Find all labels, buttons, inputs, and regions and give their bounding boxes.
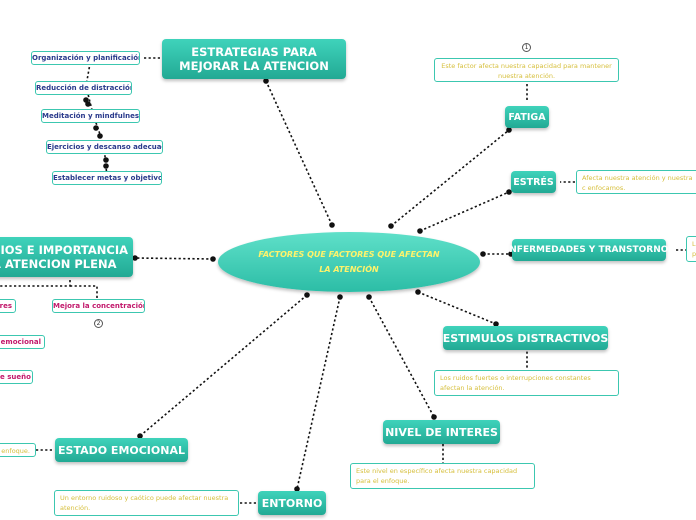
note-fatiga: Este factor afecta nuestra capacidad par… <box>434 58 619 82</box>
subtopic-metas[interactable]: Establecer metas y objetivos <box>52 171 162 185</box>
subtopic-beneficio-a[interactable]: res <box>0 299 16 313</box>
topic-beneficios-atencion-plena[interactable]: CIOS E IMPORTANCIA A ATENCION PLENA <box>0 237 133 277</box>
subtopic-beneficio-b[interactable]: a emocional <box>0 335 45 349</box>
subtopic-ejercicios[interactable]: Ejercicios y descanso adecuado <box>46 140 163 154</box>
subtopic-meditacion[interactable]: Meditación y mindfulness <box>41 109 140 123</box>
subtopic-beneficio-c[interactable]: de sueño <box>0 370 33 384</box>
subtopic-mejora-concentracion[interactable]: Mejora la concentración <box>52 299 145 313</box>
note-estimulos: Los ruidos fuertes o interrupciones cons… <box>434 370 619 396</box>
note-enfermedades: L p <box>686 236 696 262</box>
topic-fatiga[interactable]: FATIGA <box>505 106 549 128</box>
note-nivel-interes: Este nivel en específico afecta nuestra … <box>350 463 535 489</box>
topic-estrategias[interactable]: ESTRATEGIAS PARA MEJORAR LA ATENCION <box>162 39 346 79</box>
topic-estado-emocional[interactable]: ESTADO EMOCIONAL <box>55 438 188 462</box>
badge-number-icon[interactable]: 2 <box>94 319 103 328</box>
note-entorno: Un entorno ruidoso y caótico puede afect… <box>54 490 239 516</box>
topic-estimulos[interactable]: ESTIMULOS DISTRACTIVOS <box>443 326 608 350</box>
topic-entorno[interactable]: ENTORNO <box>258 491 326 515</box>
note-estres: Afecta nuestra atención y nuestra c enfo… <box>576 170 696 194</box>
badge-number-icon[interactable]: 1 <box>522 43 531 52</box>
central-topic[interactable]: FACTORES QUE FACTORES QUE AFECTAN LA ATE… <box>218 232 480 292</box>
subtopic-organizacion[interactable]: Organización y planificación <box>31 51 140 65</box>
topic-enfermedades[interactable]: ENFERMEDADES Y TRANSTORNOS <box>503 239 675 261</box>
subtopic-reduccion-distraccion[interactable]: Reducción de distracción <box>35 81 132 95</box>
note-estado-emocional: enfoque. <box>0 443 36 457</box>
topic-estres[interactable]: ESTRÉS <box>511 171 556 193</box>
topic-nivel-interes[interactable]: NIVEL DE INTERES <box>383 420 500 444</box>
